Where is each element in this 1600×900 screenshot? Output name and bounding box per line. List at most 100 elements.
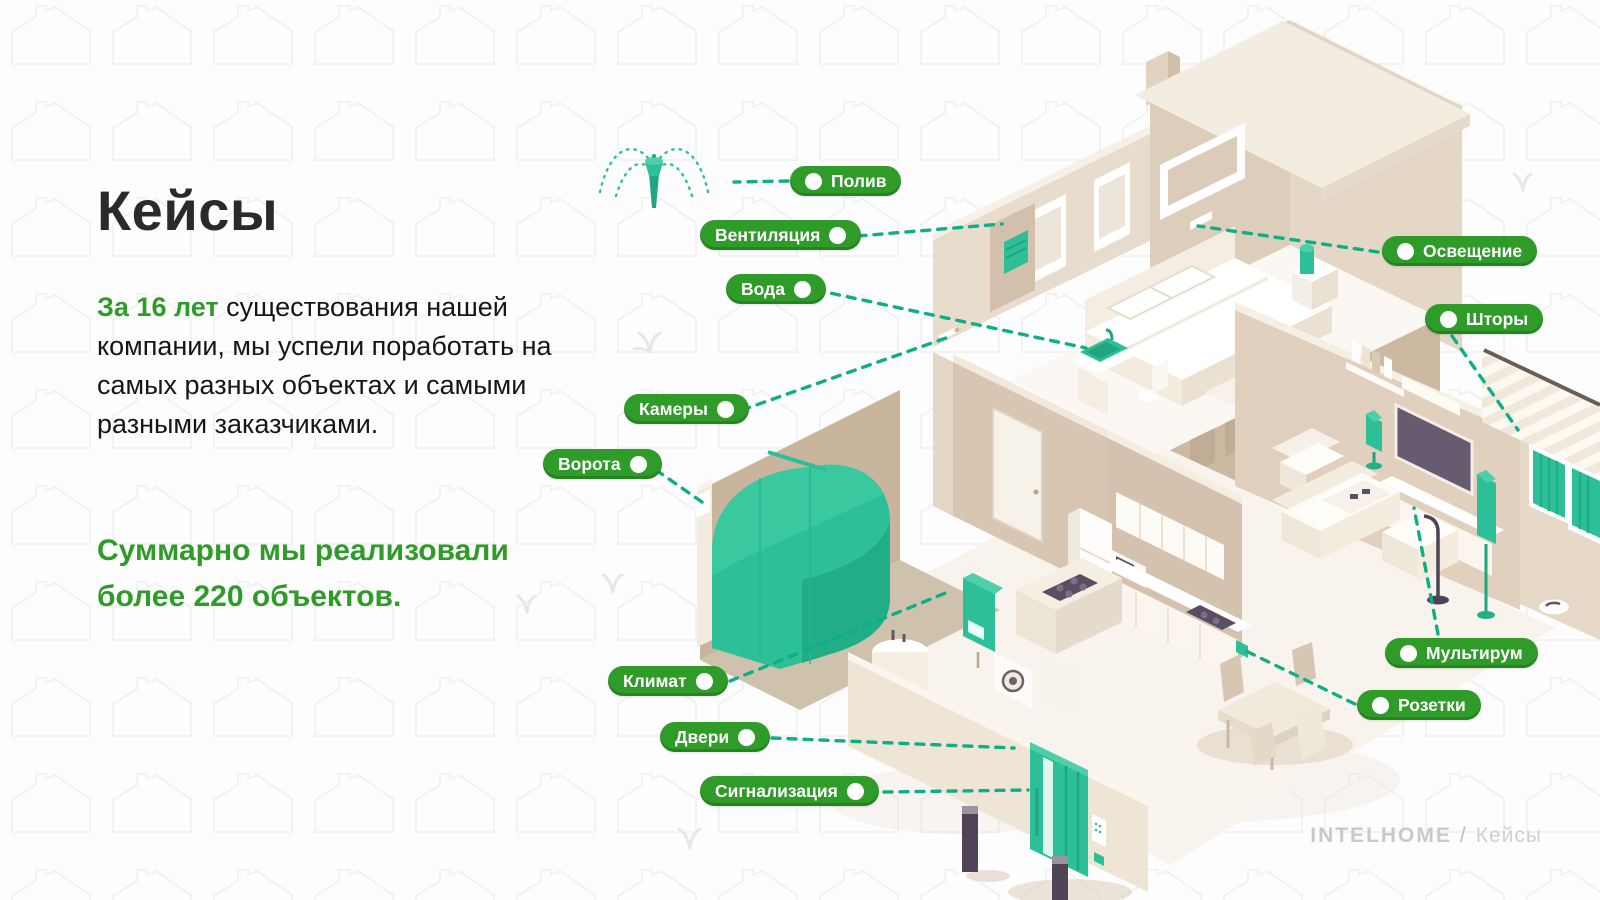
callout-label: Климат [623, 670, 687, 691]
tv-screen [1394, 402, 1474, 497]
ground-floor [780, 448, 1555, 865]
callout-sockets: Розетки [1357, 690, 1481, 720]
bedside-lamp [1300, 248, 1314, 274]
intro-rest: существования нашей компании, мы успели … [97, 292, 552, 439]
garage [696, 390, 1003, 710]
callout-label: Вода [741, 278, 785, 299]
dining-set [1197, 642, 1353, 770]
callout-dot-icon [829, 226, 847, 244]
bollard [962, 806, 1010, 882]
keypad [1092, 814, 1106, 866]
garage-car-cover [712, 450, 890, 669]
callout-ventilation: Вентиляция [700, 220, 862, 250]
callout-climate: Климат [608, 666, 728, 696]
leader-ventilation [856, 222, 1004, 238]
kitchen [994, 430, 1252, 716]
leader-climate [728, 590, 950, 683]
leader-sockets [1242, 648, 1357, 706]
callout-dot-icon [738, 728, 756, 746]
window-shutters [1529, 444, 1600, 544]
terrace [1482, 348, 1600, 640]
entrance-gate [1030, 742, 1088, 877]
callout-dot-icon [1397, 242, 1414, 260]
callout-label: Шторы [1466, 308, 1529, 329]
ventilation-unit [1004, 230, 1028, 274]
speaker [1366, 410, 1382, 470]
bedside-table [1292, 244, 1338, 310]
callout-lighting: Освещение [1382, 236, 1538, 266]
callout-doors: Двери [660, 722, 771, 752]
bathroom [1070, 328, 1168, 415]
callout-dot-icon [1400, 644, 1417, 662]
coffee-table [1322, 480, 1392, 514]
camera-icon [938, 327, 960, 340]
callout-dot-icon [716, 400, 734, 418]
interior-door [992, 406, 1043, 544]
callout-dot-icon [629, 455, 647, 473]
roof [1135, 21, 1470, 188]
dining-table [1218, 682, 1330, 737]
washing-machine [994, 652, 1032, 708]
gate-opener [696, 490, 710, 518]
page-title: Кейсы [97, 179, 279, 242]
kitchen-island [1016, 558, 1122, 654]
speaker [1477, 470, 1496, 619]
callout-water: Вода [726, 274, 826, 304]
bollard [1052, 856, 1068, 900]
callout-cameras: Камеры [624, 394, 749, 424]
callout-label: Ворота [558, 453, 621, 474]
chair [1250, 722, 1276, 766]
callout-label: Сигнализация [715, 780, 838, 801]
leader-lines [654, 179, 1520, 794]
callout-irrigation: Полив [790, 166, 902, 196]
wall-light [1190, 211, 1212, 230]
callout-label: Мультирум [1426, 642, 1523, 663]
callout-label: Розетки [1398, 694, 1466, 715]
chair [1220, 654, 1244, 702]
callout-dot-icon [695, 672, 713, 690]
pergola-roof [1482, 352, 1600, 478]
brand-name: INTELHOME [1310, 824, 1452, 847]
callout-dot-icon [846, 782, 864, 800]
leader-curtains [1450, 334, 1520, 432]
callout-alarm: Сигнализация [700, 776, 879, 806]
callout-label: Камеры [639, 398, 708, 419]
leader-irrigation [732, 179, 790, 184]
robot-vacuum [1537, 597, 1571, 617]
leader-gates [654, 468, 704, 504]
callout-label: Вентиляция [715, 224, 821, 245]
upper-cabinets [1116, 492, 1224, 580]
kitchen-counter [1104, 574, 1238, 678]
leader-alarm [882, 788, 1030, 794]
leader-doors [770, 736, 1016, 750]
chair [1296, 704, 1326, 760]
cooktop [1186, 605, 1236, 630]
leader-water [814, 288, 1088, 350]
callout-label: Двери [675, 726, 730, 747]
wall-socket [1236, 640, 1248, 658]
callout-label: Освещение [1423, 240, 1523, 261]
leader-multiroom [1412, 506, 1440, 636]
summary-statement: Суммарно мы реализовали более 220 объект… [97, 534, 509, 613]
isometric-house [696, 20, 1600, 900]
sprinkler-icon [598, 147, 710, 208]
air-conditioner [1402, 376, 1460, 416]
callout-curtains: Шторы [1425, 304, 1544, 334]
bedroom [1010, 226, 1440, 455]
callout-dot-icon [1372, 696, 1389, 714]
leader-cameras [740, 336, 948, 412]
intro-paragraph: За 16 лет существования нашей компании, … [97, 288, 589, 444]
leader-lighting [1196, 224, 1380, 254]
breadcrumb-section: Кейсы [1475, 824, 1542, 847]
callout-dot-icon [793, 280, 811, 298]
breadcrumb-separator: / [1459, 824, 1468, 847]
callout-label: Полив [831, 170, 887, 191]
boiler [963, 573, 1003, 668]
breadcrumb: INTELHOME / Кейсы [1310, 824, 1542, 848]
callout-dot-icon [1440, 310, 1457, 328]
callout-dot-icon [805, 172, 822, 190]
callout-gates: Ворота [543, 449, 662, 479]
intro-highlight: За 16 лет [97, 292, 219, 322]
